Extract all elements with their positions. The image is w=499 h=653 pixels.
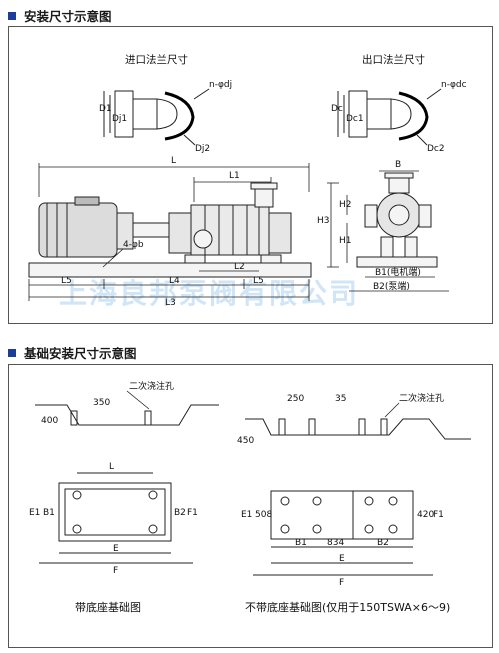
right-dim-B2: B2: [377, 538, 389, 548]
inlet-flange-drawing: [103, 88, 210, 146]
left-grout-label: 二次浇注孔: [129, 380, 174, 392]
left-dim-F1: F1: [187, 508, 198, 518]
label-L: L: [171, 156, 176, 166]
left-dim-B1: B1: [43, 508, 55, 518]
label-L1: L1: [229, 171, 240, 181]
dim-end-view: [327, 170, 449, 292]
right-dim-E1: E1: [241, 510, 252, 520]
label-L5a: L5: [61, 276, 72, 286]
label-dj2: Dj2: [195, 144, 210, 154]
install-diagram: 上海良邦泵阀有限公司 进口法兰尺寸 D1 Dj1 n-φdj Dj2 出口法兰尺…: [28, 53, 467, 310]
right-dim-250: 250: [287, 394, 304, 404]
right-dim-E: E: [339, 554, 345, 564]
right-dim-420: 420: [417, 510, 434, 520]
foundation-diagram: 二次浇注孔 400 350 L E1 B1 B2 F1 E F 带底座基础图 二…: [29, 380, 471, 614]
right-dim-F1: F1: [433, 510, 444, 520]
label-L4: L4: [169, 276, 180, 286]
left-dim-350: 350: [93, 398, 110, 408]
right-dim-B1: B1: [295, 538, 307, 548]
section-heading-foundation: 基础安装尺寸示意图: [8, 343, 137, 362]
bullet-square-icon: [8, 348, 16, 357]
label-H2: H2: [339, 200, 352, 210]
right-caption: 不带底座基础图(仅用于150TSWA×6～9): [245, 600, 450, 614]
pump-side-view: [28, 182, 312, 278]
dim-bottom: [28, 279, 310, 301]
inlet-flange-title: 进口法兰尺寸: [125, 53, 188, 66]
label-outlet-holes: n-φdc: [441, 80, 467, 90]
right-foundation-plan: [253, 490, 433, 576]
right-dim-508: 508: [255, 510, 272, 520]
right-grout-label: 二次浇注孔: [399, 392, 444, 404]
label-B1: B1(电机端): [375, 266, 421, 278]
foundation-diagram-panel: 二次浇注孔 400 350 L E1 B1 B2 F1 E F 带底座基础图 二…: [8, 364, 493, 648]
label-L3: L3: [165, 298, 176, 308]
right-dim-F: F: [339, 578, 344, 588]
left-dim-B2: B2: [174, 508, 186, 518]
right-dim-834: 834: [327, 538, 344, 548]
label-dj1: Dj1: [112, 114, 127, 124]
label-B: B: [395, 160, 401, 170]
pump-end-view: [356, 172, 438, 268]
label-L5b: L5: [253, 276, 264, 286]
section-title: 基础安装尺寸示意图: [24, 346, 137, 361]
label-B2: B2(泵端): [373, 280, 410, 292]
label-dc: Dc: [331, 104, 343, 114]
right-dim-35: 35: [335, 394, 346, 404]
outlet-flange-title: 出口法兰尺寸: [362, 53, 425, 66]
label-L2: L2: [234, 262, 245, 272]
left-dim-L: L: [109, 462, 114, 472]
label-bolt: 4-φb: [123, 240, 144, 250]
left-foundation-section: [35, 404, 219, 426]
left-caption: 带底座基础图: [75, 600, 141, 614]
right-dim-450: 450: [237, 436, 254, 446]
label-d1: D1: [99, 104, 112, 114]
left-foundation-plan: [39, 472, 193, 564]
right-foundation-section: [245, 418, 471, 440]
label-dc1: Dc1: [346, 114, 364, 124]
dim-L: [38, 163, 310, 197]
label-H1: H1: [339, 236, 352, 246]
section-title: 安装尺寸示意图: [24, 9, 112, 24]
left-dim-400: 400: [41, 416, 58, 426]
bullet-square-icon: [8, 11, 16, 20]
left-dim-E1: E1: [29, 508, 40, 518]
section-heading-install: 安装尺寸示意图: [8, 6, 112, 25]
install-diagram-panel: 上海良邦泵阀有限公司 进口法兰尺寸 D1 Dj1 n-φdj Dj2 出口法兰尺…: [8, 26, 493, 324]
outlet-flange-drawing: [337, 88, 442, 146]
label-inlet-holes: n-φdj: [209, 80, 232, 90]
label-dc2: Dc2: [427, 144, 445, 154]
label-H3: H3: [317, 216, 330, 226]
watermark-text: 上海良邦泵阀有限公司: [59, 277, 359, 310]
left-dim-E: E: [113, 544, 119, 554]
left-dim-F: F: [113, 566, 118, 576]
